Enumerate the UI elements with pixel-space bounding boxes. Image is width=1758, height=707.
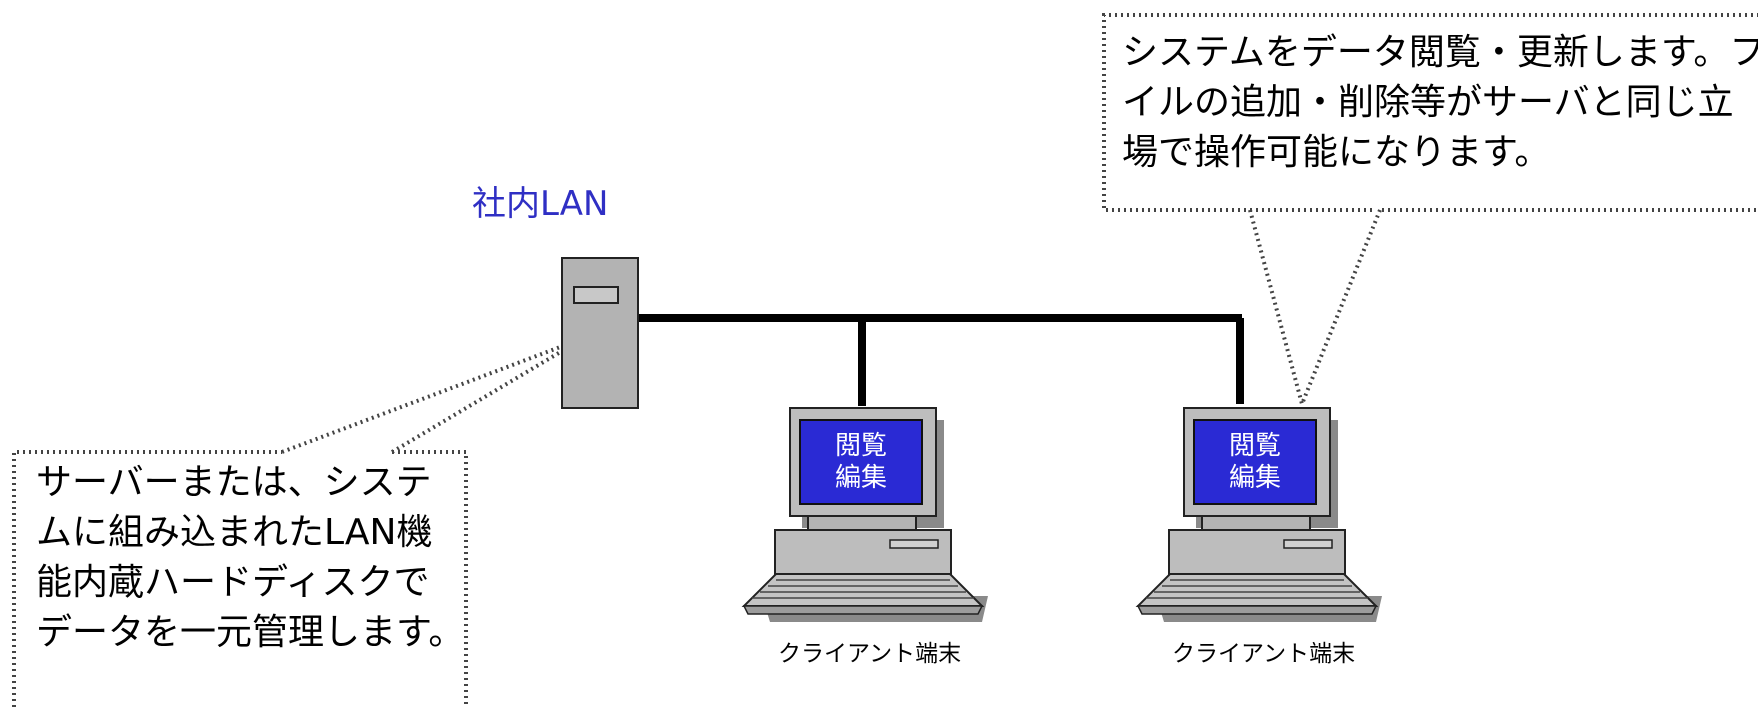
right-callout-line: システムをデータ閲覧・更新します。ファ (1122, 32, 1758, 73)
left-callout-line: データを一元管理します。 (36, 612, 465, 653)
client-screen-text: 閲覧 編集 (1205, 430, 1305, 494)
right-callout-line: イルの追加・削除等がサーバと同じ立 (1122, 82, 1734, 123)
right-callout-text: システムをデータ閲覧・更新します。ファ イルの追加・削除等がサーバと同じ立 場で… (1122, 28, 1758, 178)
client-screen-text: 閲覧 編集 (811, 430, 911, 494)
screen-line-view: 閲覧 (1228, 431, 1281, 461)
left-callout-text: サーバーまたは、システ ムに組み込まれたLAN機 能内蔵ハードディスクで データ… (36, 458, 464, 658)
left-callout-box (12, 336, 586, 707)
client-label: クライアント端末 (1172, 641, 1356, 667)
network-label: 社内LAN (472, 184, 609, 224)
screen-line-edit: 編集 (834, 463, 887, 493)
screen-line-edit: 編集 (1228, 463, 1281, 493)
desktop-computer-icon (1135, 407, 1382, 622)
right-callout-line: 場で操作可能になります。 (1122, 132, 1551, 173)
client-label: クライアント端末 (778, 641, 962, 667)
left-callout-line: サーバーまたは、システ (36, 462, 432, 503)
desktop-computer-icon (741, 407, 988, 622)
right-callout-box (1102, 13, 1758, 405)
network-cable (636, 314, 1244, 406)
server-tower-icon (561, 257, 639, 409)
screen-line-view: 閲覧 (834, 431, 887, 461)
left-callout-line: ムに組み込まれたLAN機 (36, 512, 433, 553)
left-callout-line: 能内蔵ハードディスクで (36, 562, 430, 603)
